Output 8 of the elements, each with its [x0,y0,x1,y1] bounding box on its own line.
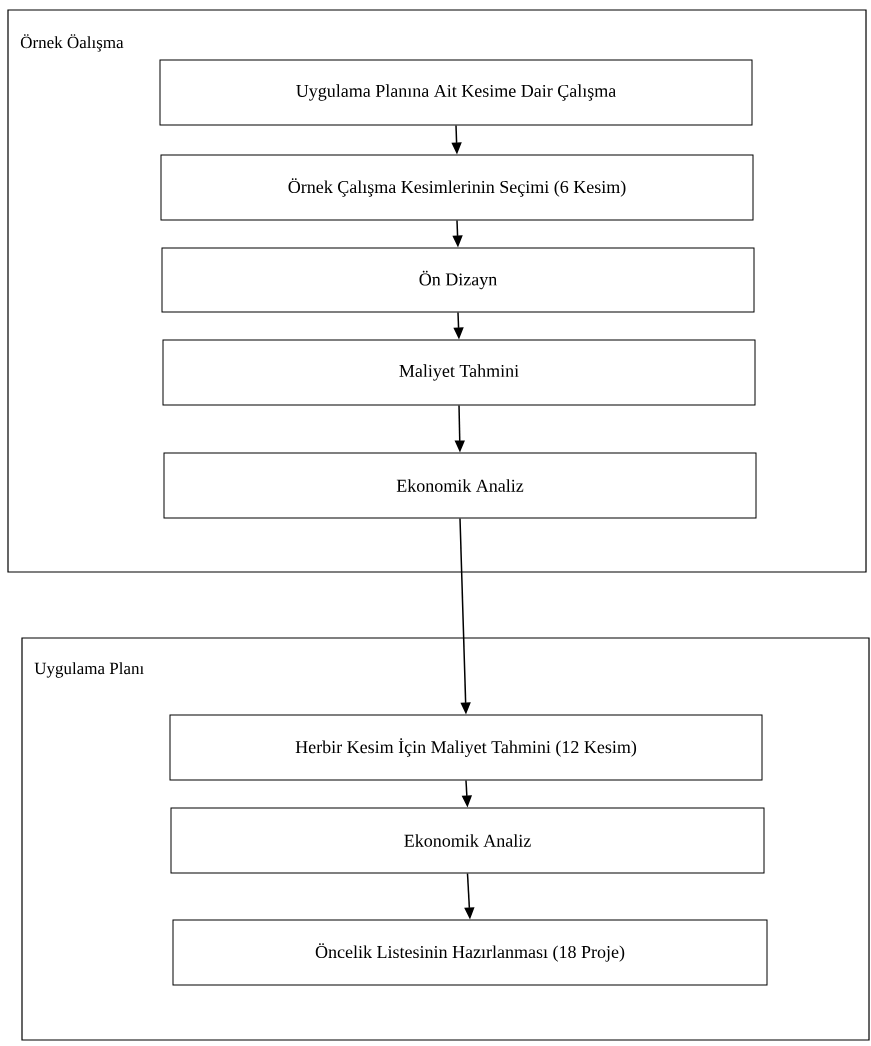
process-box: Uygulama Planına Ait Kesime Dair Çalışma [159,59,753,126]
process-box: Öncelik Listesinin Hazırlanması (18 Proje) [172,919,768,986]
process-box: Maliyet Tahmini [162,339,756,406]
process-box: Ön Dizayn [161,247,755,313]
process-box: Herbir Kesim İçin Maliyet Tahmini (12 Kesim) [169,714,763,781]
process-box: Örnek Çalışma Kesimlerinin Seçimi (6 Kesim) [160,154,754,221]
process-box: Ekonomik Analiz [170,807,765,874]
process-box: Ekonomik Analiz [163,452,757,519]
